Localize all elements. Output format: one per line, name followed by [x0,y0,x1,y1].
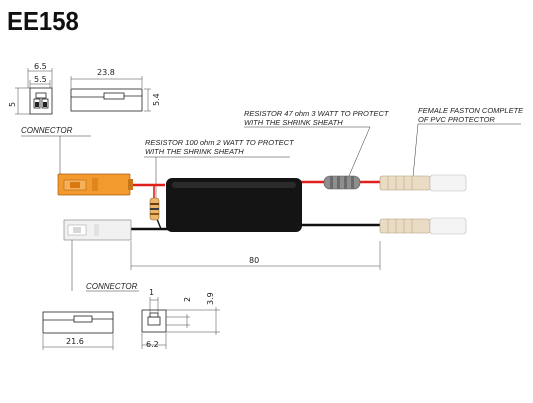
note-faston: FEMALE FASTON COMPLETE OF PVC PROTECTOR [418,106,523,124]
dim-bottom-2: 2 [183,296,192,302]
dim-bottom-1: 1 [149,288,155,297]
connector-front-view-bottom [141,309,167,333]
note-resistor-47: RESISTOR 47 ohm 3 WATT TO PROTECT WITH T… [244,109,388,127]
note-resistor-100: RESISTOR 100 ohm 2 WATT TO PROTECT WITH … [145,138,294,156]
dim-bottom-3-9: 3.9 [206,292,215,305]
dim-top-5: 5 [8,101,17,107]
note-resistor-100-line2: WITH THE SHRINK SHEATH [145,147,244,156]
dimension-lines-bottom-front [141,297,220,349]
note-faston-line2: OF PVC PROTECTOR [418,115,495,124]
dim-top-6-5: 6.5 [34,62,47,71]
faston-terminal-bottom [379,217,467,235]
note-resistor-100-line1: RESISTOR 100 ohm 2 WATT TO PROTECT [145,138,294,147]
dim-top-5-4: 5.4 [152,93,161,106]
note-resistor-47-line2: WITH THE SHRINK SHEATH [244,118,343,127]
orange-connector [57,173,133,196]
faston-terminal-top [379,174,467,192]
product-code-title: EE158 [7,6,79,36]
resistor-47-ohm [323,175,361,190]
dim-top-5-5: 5.5 [34,75,47,84]
dim-bottom-6-2: 6.2 [146,340,159,349]
dimension-80 [130,241,381,270]
connector-side-view-top [70,88,143,112]
label-connector-top: CONNECTOR [21,126,73,135]
dimension-lines-side-top [70,76,151,112]
shrink-sheath [166,178,302,232]
wires [131,180,380,231]
note-faston-line1: FEMALE FASTON COMPLETE [418,106,524,115]
leader-lines [21,123,521,292]
note-resistor-47-line1: RESISTOR 47 ohm 3 WATT TO PROTECT [244,109,389,118]
dim-bottom-21-6: 21.6 [66,337,84,346]
dimension-lines-front [15,68,53,115]
dimension-lines-bottom-len [42,334,114,350]
white-connector [63,219,132,241]
dim-top-23-8: 23.8 [97,68,115,77]
dim-cable-80: 80 [249,256,260,265]
connector-front-view-top [29,87,53,115]
connector-side-view-bottom [42,311,114,334]
label-connector-bottom: CONNECTOR [86,282,138,291]
resistor-100-ohm [149,197,160,221]
